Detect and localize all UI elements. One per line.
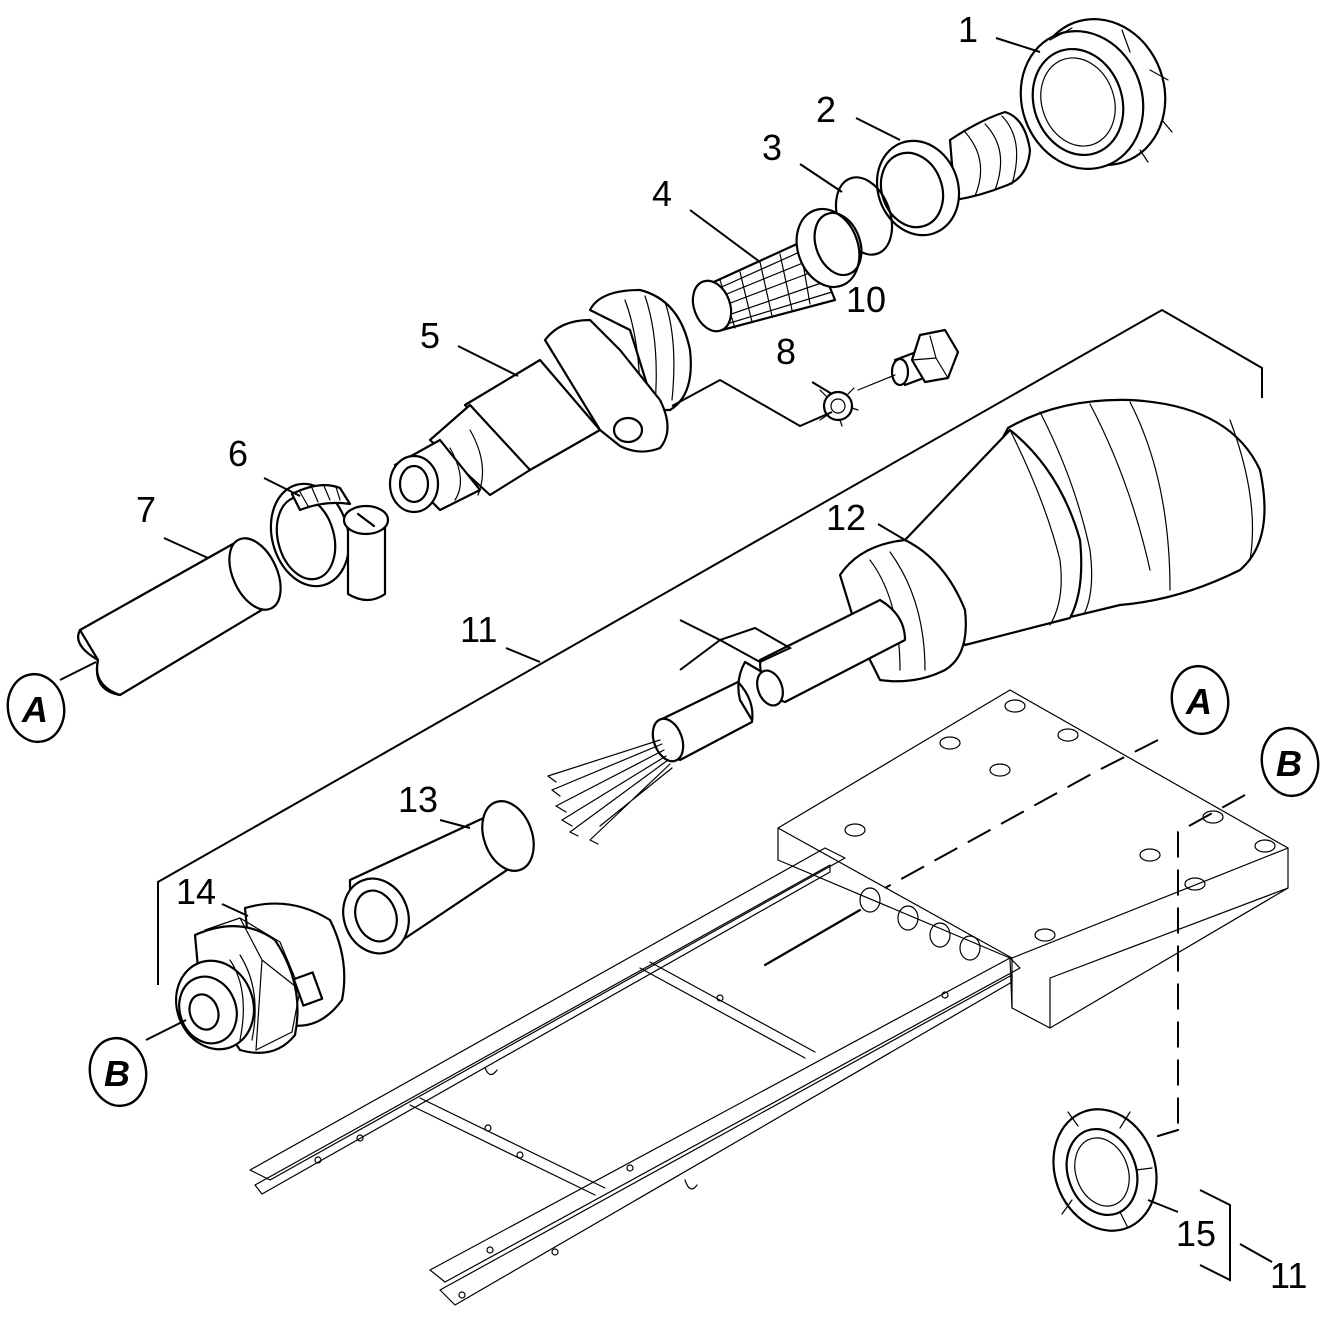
connector-b-right: B (1260, 726, 1320, 798)
part-2-hose-nipple (875, 110, 1032, 237)
connector-b-right-label: B (1276, 743, 1302, 784)
part-10-bolt (857, 328, 960, 391)
part-6-hose-clamp (269, 482, 390, 602)
callout-3: 3 (762, 127, 782, 168)
bracket-11 (157, 308, 1263, 1282)
part-cable-wires (547, 739, 673, 845)
callout-6: 6 (228, 433, 248, 474)
part-14-threaded-fitting (175, 902, 346, 1054)
callout-11-left: 11 (460, 609, 497, 650)
part-1-union-nut (1019, 17, 1173, 171)
part-15-lock-nut (1052, 1108, 1158, 1232)
connector-b-left: B (88, 1036, 148, 1108)
callout-numbers: 1 2 3 4 5 6 7 8 10 11 11 12 13 14 15 (136, 9, 1307, 1296)
callout-8: 8 (776, 331, 796, 372)
connector-b-left-label: B (104, 1053, 130, 1094)
callout-1: 1 (958, 9, 978, 50)
part-4-filter-screen (691, 207, 863, 333)
callout-4: 4 (652, 173, 672, 214)
callout-14: 14 (176, 871, 216, 912)
callout-13: 13 (398, 779, 438, 820)
connector-a-right-label: A (1185, 681, 1212, 722)
connector-a-left-label: A (21, 689, 48, 730)
part-12-cable-gland-sleeve (651, 398, 1266, 763)
part-8-lock-washer (819, 387, 859, 427)
frame-rails (249, 847, 1021, 1306)
part-5-housing (388, 288, 692, 514)
part-13-grommet (342, 800, 535, 955)
connector-a-left: A (6, 672, 66, 744)
callout-15: 15 (1176, 1213, 1216, 1254)
connector-a-right: A (1170, 664, 1230, 736)
callout-7: 7 (136, 489, 156, 530)
routing-dashed-lines (763, 739, 1246, 1138)
plate-holes (844, 699, 1276, 961)
part-7-hose (77, 537, 282, 697)
leader-lines (59, 37, 1273, 1263)
callout-10: 10 (846, 279, 886, 320)
callout-2: 2 (816, 89, 836, 130)
callout-5: 5 (420, 315, 440, 356)
tank-base-frame (249, 689, 1289, 1306)
callout-12: 12 (826, 497, 866, 538)
callout-11-right: 11 (1270, 1255, 1307, 1296)
connector-badges: A A B B (6, 664, 1320, 1108)
